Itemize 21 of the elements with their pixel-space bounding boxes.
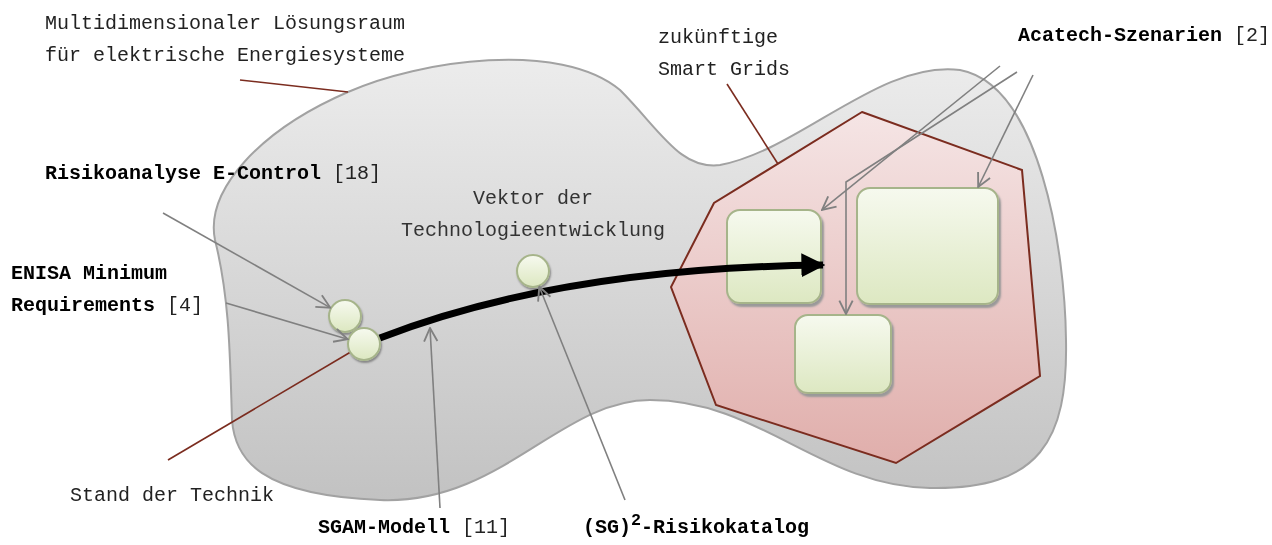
leader-line xyxy=(239,79,349,93)
callout-label: (SG)$^{2}$-Risikokatalog xyxy=(583,505,843,544)
scenario-box xyxy=(856,187,999,305)
leader-line xyxy=(167,351,351,461)
scenario-box xyxy=(726,209,822,304)
arrow xyxy=(162,212,332,309)
arrow xyxy=(537,285,626,501)
callout-label: zukünftige Smart Grids xyxy=(658,22,808,86)
leader-line xyxy=(726,83,779,165)
callout-label: SGAM-Modell [11] xyxy=(318,512,538,544)
arrow xyxy=(977,74,1034,188)
scenario-box xyxy=(794,314,892,394)
callout-label: Stand der Technik xyxy=(70,480,300,512)
arrow xyxy=(378,253,826,342)
arrow xyxy=(225,302,349,343)
callout-label: Multidimensionaler Lösungsraum für elektrische Energiesysteme xyxy=(45,8,445,72)
callout-label: ENISA Minimum Requirements [4] xyxy=(11,258,231,322)
arrow xyxy=(838,71,1018,315)
arrow xyxy=(821,65,1001,211)
callout-label: Acatech-Szenarien [2] xyxy=(1018,20,1272,52)
hexagon-region xyxy=(670,110,1042,465)
